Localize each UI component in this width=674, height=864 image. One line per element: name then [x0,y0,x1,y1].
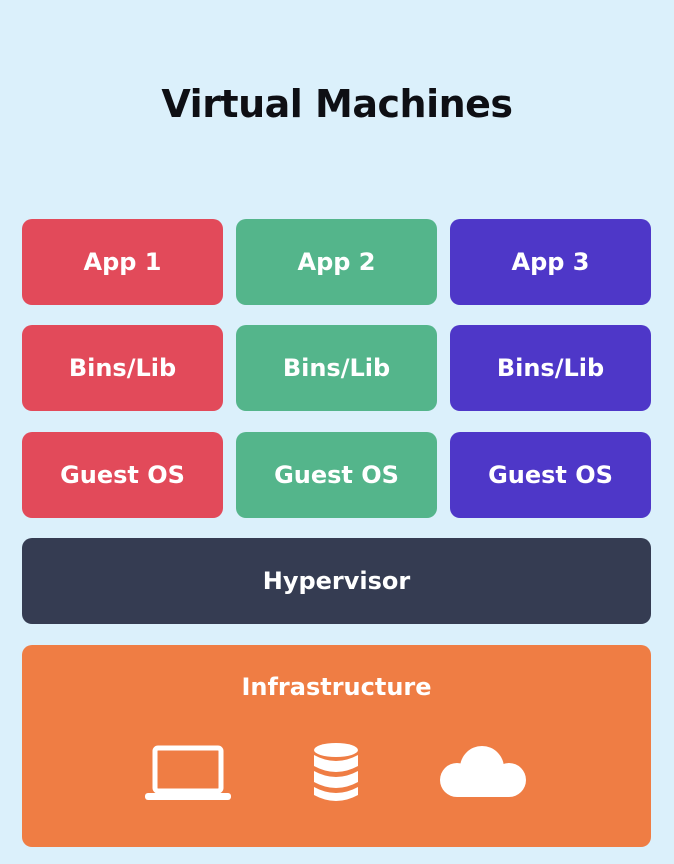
laptop-icon [145,745,231,800]
infrastructure-label: Infrastructure [241,673,432,701]
hypervisor-block: Hypervisor [22,538,651,624]
vm3-bins-block: Bins/Lib [450,325,651,411]
vm1-guest-os-block: Guest OS [22,432,223,518]
database-icon [314,743,358,801]
vm3-app-block: App 3 [450,219,651,305]
vm1-app-block: App 1 [22,219,223,305]
vm3-guest-os-block: Guest OS [450,432,651,518]
vm1-bins-block: Bins/Lib [22,325,223,411]
cloud-icon [440,746,526,797]
page-title: Virtual Machines [161,82,513,126]
vm2-bins-block: Bins/Lib [236,325,437,411]
vm2-app-block: App 2 [236,219,437,305]
vm2-guest-os-block: Guest OS [236,432,437,518]
